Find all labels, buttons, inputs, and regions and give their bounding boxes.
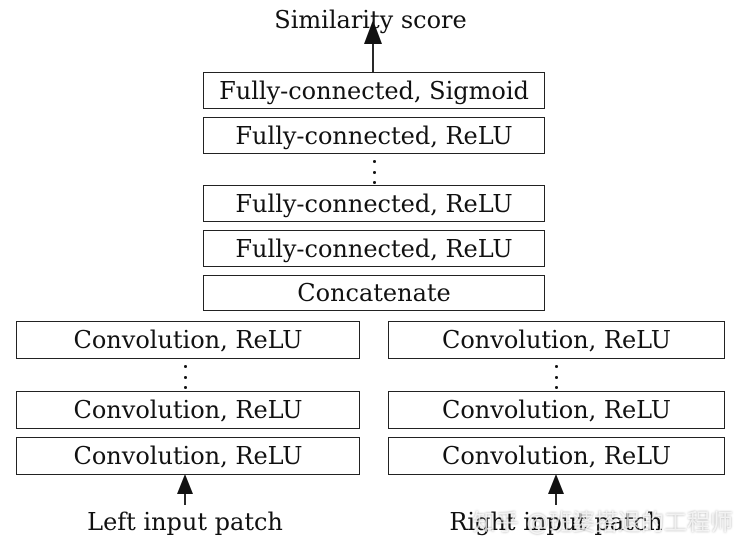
left-conv-ellipsis — [175, 365, 195, 389]
fc-sigmoid-layer: Fully-connected, Sigmoid — [203, 72, 545, 109]
right-conv-layer-mid: Convolution, ReLU — [388, 391, 725, 429]
similarity-score-label: Similarity score — [274, 6, 467, 34]
left-conv-top-text: Convolution, ReLU — [73, 326, 303, 354]
right-conv-mid-text: Convolution, ReLU — [441, 396, 672, 424]
right-input-label: Right input patch — [449, 508, 663, 536]
fc-ellipsis — [364, 160, 384, 184]
left-input-label: Left input patch — [87, 508, 283, 536]
fc-relu-mid-text: Fully-connected, ReLU — [235, 189, 513, 218]
right-conv-layer-bottom: Convolution, ReLU — [388, 437, 725, 475]
fc-relu-top-text: Fully-connected, ReLU — [235, 121, 513, 150]
right-conv-ellipsis — [546, 365, 566, 389]
left-conv-layer-mid: Convolution, ReLU — [16, 391, 360, 429]
fc-sigmoid-text: Fully-connected, Sigmoid — [219, 76, 529, 105]
fc-relu-bottom-text: Fully-connected, ReLU — [235, 234, 513, 263]
right-input-arrowhead — [548, 474, 564, 494]
fc-relu-layer-top: Fully-connected, ReLU — [203, 117, 545, 154]
fc-relu-layer-bottom: Fully-connected, ReLU — [203, 230, 545, 267]
left-conv-layer-top: Convolution, ReLU — [16, 321, 360, 359]
right-conv-top-text: Convolution, ReLU — [441, 326, 672, 354]
concatenate-text: Concatenate — [297, 279, 451, 307]
right-conv-layer-top: Convolution, ReLU — [388, 321, 725, 359]
left-conv-bottom-text: Convolution, ReLU — [73, 442, 303, 470]
zhihu-watermark: 知乎 @班婆搭退的工程师 — [472, 510, 733, 536]
left-conv-mid-text: Convolution, ReLU — [73, 396, 303, 424]
concatenate-layer: Concatenate — [203, 275, 545, 311]
right-conv-bottom-text: Convolution, ReLU — [441, 442, 672, 470]
left-input-arrowhead — [177, 474, 193, 494]
output-arrowhead — [364, 20, 382, 44]
fc-relu-layer-mid: Fully-connected, ReLU — [203, 185, 545, 222]
left-conv-layer-bottom: Convolution, ReLU — [16, 437, 360, 475]
